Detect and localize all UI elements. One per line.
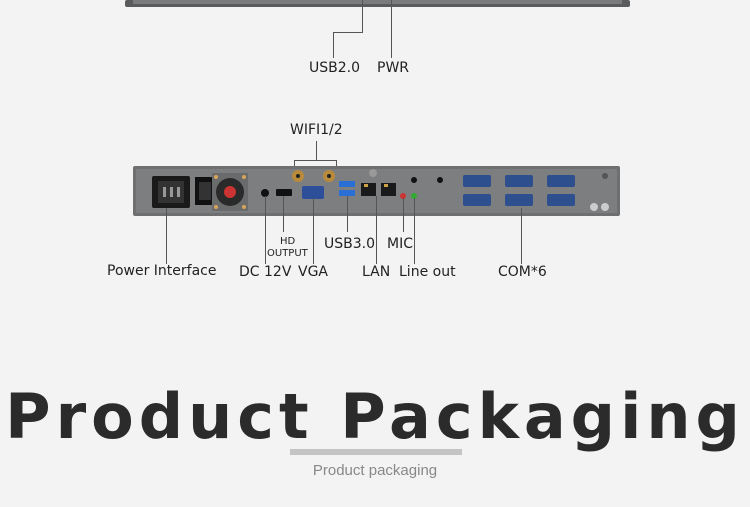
wifi-label: WIFI1/2	[290, 122, 343, 138]
power-inlet-icon	[152, 176, 190, 208]
usb2-leader-horizontal	[333, 32, 363, 33]
dc-leader	[265, 196, 266, 264]
mic-label: MIC	[387, 236, 413, 252]
wifi-leader-vertical	[316, 141, 317, 161]
power-leader	[166, 208, 167, 264]
mic-leader	[403, 198, 404, 232]
usb3-leader	[347, 196, 348, 232]
pwr-leader	[391, 0, 392, 58]
line-out-label: Line out	[399, 264, 456, 280]
usb2-leader-vertical	[362, 0, 363, 33]
ground-screw-2-icon	[601, 203, 609, 211]
top-device-panel	[125, 0, 630, 7]
fan-grill-icon	[212, 173, 248, 211]
com-ports-icon	[463, 175, 575, 206]
ground-screw-1-icon	[590, 203, 598, 211]
rear-io-panel	[133, 166, 620, 216]
mic-jack-icon	[400, 193, 406, 199]
section-subtitle: Product packaging	[312, 462, 438, 479]
vga-leader	[313, 198, 314, 264]
hd-leader	[283, 196, 284, 232]
hd-output-label-line2: OUTPUT	[267, 248, 308, 259]
lineout-leader	[414, 198, 415, 264]
lan-port-2-icon	[381, 183, 396, 196]
usb2-label: USB2.0	[309, 60, 361, 76]
lan-label: LAN	[362, 264, 391, 280]
usb3-port-1-icon	[339, 181, 355, 187]
hd-output-label-line1: HD	[280, 236, 296, 247]
hdmi-port-icon	[276, 189, 292, 196]
pwr-label: PWR	[377, 60, 410, 76]
lan-leader	[376, 196, 377, 264]
usb3-port-2-icon	[339, 190, 355, 196]
dc-jack-icon	[261, 189, 269, 197]
wifi-bracket-top	[294, 160, 337, 161]
vga-label: VGA	[298, 264, 329, 280]
vga-port-icon	[302, 186, 324, 199]
com-leader	[521, 208, 522, 264]
line-out-jack-icon	[411, 193, 417, 199]
com-label: COM*6	[498, 264, 547, 280]
usb2-leader-down	[333, 32, 334, 58]
dc-label: DC 12V	[239, 264, 292, 280]
section-title: Product Packaging	[5, 380, 745, 453]
lan-port-1-icon	[361, 183, 376, 196]
power-interface-label: Power Interface	[107, 263, 217, 279]
usb3-label: USB3.0	[324, 236, 376, 252]
section-divider	[290, 449, 462, 455]
